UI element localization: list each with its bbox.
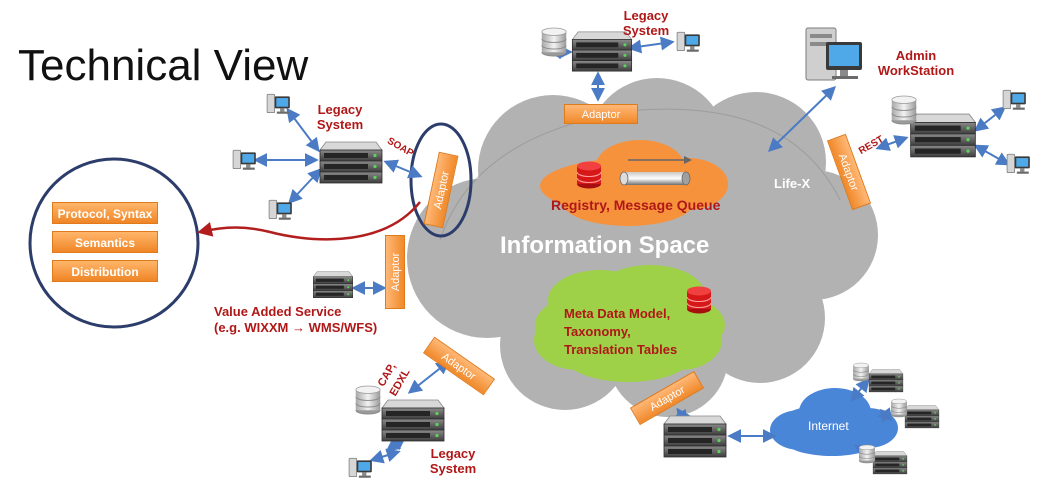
internet-server-1-icon — [868, 369, 904, 393]
legacy-top-label: Legacy System — [622, 8, 670, 38]
internet-server-2-icon — [904, 405, 940, 429]
information-space-label: Information Space — [500, 232, 710, 259]
internet-server-3-icon — [872, 451, 908, 475]
adaptor-top: Adaptor — [564, 104, 638, 124]
meta-data-model-label: Meta Data Model, — [564, 306, 671, 321]
rest-pc-1-icon — [1002, 89, 1027, 111]
legacy-left-label: Legacy System — [316, 102, 364, 132]
legacy-top-database-icon — [541, 27, 567, 57]
taxonomy-label: Taxonomy, — [564, 324, 631, 339]
internet-database-3-icon — [858, 444, 876, 464]
rest-server-icon — [910, 113, 976, 158]
legacy-left-server-icon — [319, 141, 383, 184]
legacy-left-pc-3-icon — [268, 199, 293, 221]
internet-gateway-server-icon — [663, 415, 727, 458]
rest-database-icon — [891, 95, 917, 125]
legacy-left-pc-1-icon — [266, 93, 291, 115]
internet-label: Internet — [808, 419, 849, 433]
zoom-arrow — [197, 201, 421, 241]
distribution-layer: Distribution — [52, 260, 158, 282]
internet-database-1-icon — [852, 362, 870, 382]
semantics-layer: Semantics — [52, 231, 158, 253]
legacy-top-pc-icon — [676, 31, 701, 53]
value-added-server-icon — [312, 271, 354, 299]
legacy-left-pc-2-icon — [232, 149, 257, 171]
meta-database-icon — [686, 285, 712, 315]
value-added-service-label: Value Added Service — [214, 304, 342, 319]
legacy-bottom-label: Legacy System — [429, 446, 477, 476]
registry-message-queue-label: Registry, Message Queue — [551, 197, 721, 213]
value-added-service-example: (e.g. WIXXM → WMS/WFS) — [214, 320, 378, 335]
connector-arrows — [253, 36, 1011, 464]
admin-workstation-label: Admin WorkStation — [877, 48, 955, 78]
legacy-bottom-server-icon — [381, 399, 445, 442]
page-title: Technical View — [18, 41, 309, 90]
meta-data-model-cloud — [534, 265, 725, 382]
message-queue-pipe-icon — [619, 156, 692, 186]
protocol-syntax-layer: Protocol, Syntax — [52, 202, 158, 224]
rest-pc-2-icon — [1006, 153, 1031, 175]
internet-database-2-icon — [890, 398, 908, 418]
translation-tables-label: Translation Tables — [564, 342, 678, 357]
life-x-label: Life-X — [774, 176, 811, 191]
adaptor-value-added: Adaptor — [385, 235, 405, 309]
legacy-bottom-pc-icon — [348, 457, 373, 479]
admin-workstation-icon — [805, 27, 862, 81]
registry-database-icon — [576, 160, 602, 190]
adaptor-highlight-ellipse — [409, 122, 473, 238]
